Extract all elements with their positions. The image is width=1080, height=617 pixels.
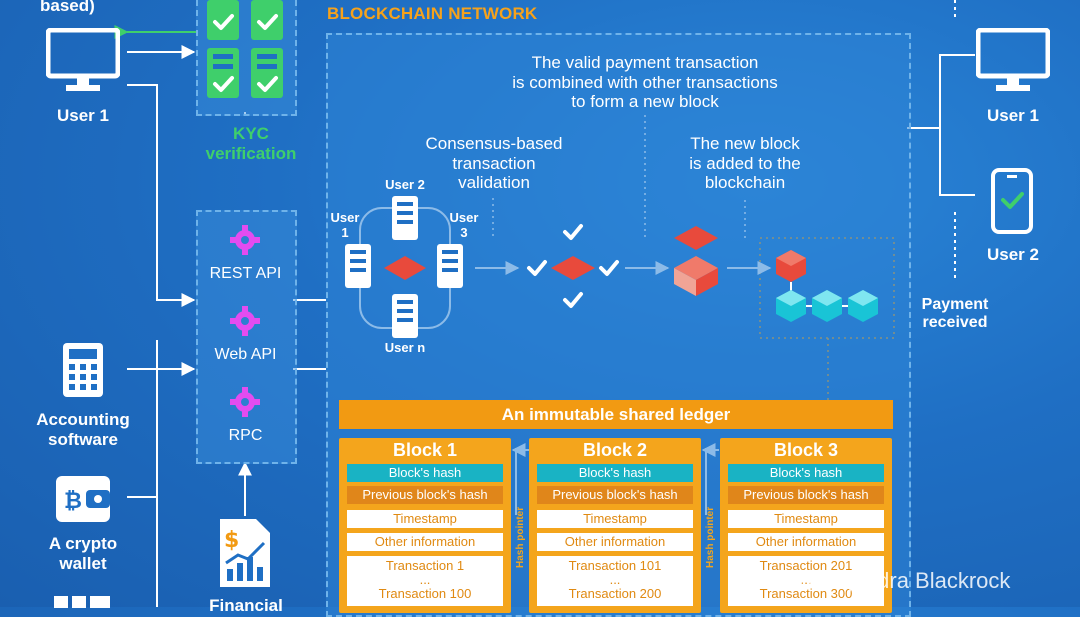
previous-block-hash: Previous block's hash: [347, 486, 503, 504]
tx-first: Transaction 1: [385, 558, 465, 573]
block-timestamp: Timestamp: [537, 510, 693, 528]
step-label-combine: The valid payment transaction is combine…: [512, 53, 778, 112]
tx-ellipsis: ...: [800, 572, 812, 587]
ledger-title: An immutable shared ledger: [339, 400, 893, 429]
block-title: Block 1: [392, 440, 458, 460]
api-label-web: Web API: [214, 346, 277, 363]
block-transactions: Transaction 201 ... Transaction 300: [728, 556, 884, 606]
financial-report-icon: $: [220, 519, 270, 587]
right-user2-label: User 2: [987, 245, 1039, 264]
tx-last: Transaction 300: [759, 586, 853, 601]
tx-ellipsis: ...: [419, 572, 431, 587]
crypto-wallet-label: A crypto wallet: [48, 534, 118, 573]
gear-icon: [230, 306, 260, 336]
node-label-usern: User n: [384, 340, 426, 355]
payment-received-label: Payment received: [921, 296, 989, 332]
server-icon: [392, 196, 418, 240]
gear-icon: [230, 387, 260, 417]
kyc-servers-icon: [207, 0, 283, 98]
block-title: Block 3: [773, 440, 839, 460]
block-other-info: Other information: [728, 533, 884, 551]
calculator-icon: [63, 343, 103, 397]
previous-block-hash: Previous block's hash: [537, 486, 693, 504]
server-icon: [345, 244, 371, 288]
node-label-user2: User 2: [385, 177, 425, 192]
block-hash: Block's hash: [347, 464, 503, 482]
kyc-label: KYC verification: [205, 124, 297, 163]
ledger-block-1: Block 1 Block's hash Previous block's ha…: [339, 438, 511, 613]
step-label-added: The new block is added to the blockchain: [689, 134, 801, 193]
top-left-fragment: based): [40, 0, 95, 15]
consensus-nodes: [345, 196, 463, 338]
left-user1-label: User 1: [57, 106, 109, 125]
server-icon: [437, 244, 463, 288]
new-block-icon: [674, 226, 718, 296]
gear-icon: [230, 225, 260, 255]
hash-pointer-label: Hash pointer: [705, 506, 716, 568]
tx-first: Transaction 101: [568, 558, 662, 573]
monitor-icon: [46, 28, 120, 91]
hash-pointer-label: Hash pointer: [515, 506, 526, 568]
network-title: BLOCKCHAIN NETWORK: [327, 4, 538, 23]
block-other-info: Other information: [537, 533, 693, 551]
block-timestamp: Timestamp: [728, 510, 884, 528]
ledger-block-2: Block 2 Block's hash Previous block's ha…: [529, 438, 701, 613]
api-label-rest: REST API: [209, 265, 282, 282]
accounting-label: Accounting software: [36, 410, 130, 449]
ledger-block-3: Block 3 Block's hash Previous block's ha…: [720, 438, 892, 613]
right-user1-label: User 1: [987, 106, 1039, 125]
app-icon: [54, 596, 110, 608]
svg-text:$: $: [224, 528, 239, 553]
block-transactions: Transaction 101 ... Transaction 200: [537, 556, 693, 606]
watermark: @ Gajendra Blackrock: [790, 568, 1011, 593]
block-title: Block 2: [582, 440, 648, 460]
node-label-user1: User 1: [330, 210, 360, 240]
server-icon: [392, 294, 418, 338]
smartphone-icon: [991, 168, 1033, 234]
block-hash: Block's hash: [728, 464, 884, 482]
block-transactions: Transaction 1 ... Transaction 100: [347, 556, 503, 606]
tx-last: Transaction 100: [378, 586, 472, 601]
tx-first: Transaction 201: [759, 558, 853, 573]
block-hash: Block's hash: [537, 464, 693, 482]
tx-last: Transaction 200: [568, 586, 662, 601]
previous-block-hash: Previous block's hash: [728, 486, 884, 504]
blockchain-cubes-icon: [776, 250, 878, 322]
monitor-icon: [976, 28, 1050, 91]
tx-ellipsis: ...: [609, 572, 621, 587]
financial-label: Financial: [209, 596, 283, 615]
node-label-user3: User 3: [449, 210, 479, 240]
block-other-info: Other information: [347, 533, 503, 551]
api-label-rpc: RPC: [228, 427, 263, 444]
block-timestamp: Timestamp: [347, 510, 503, 528]
bitcoin-wallet-icon: ₿: [56, 476, 110, 522]
step-label-consensus: Consensus-based transaction validation: [425, 134, 563, 193]
svg-text:₿: ₿: [64, 489, 82, 514]
validated-transactions-icon: [527, 224, 619, 308]
